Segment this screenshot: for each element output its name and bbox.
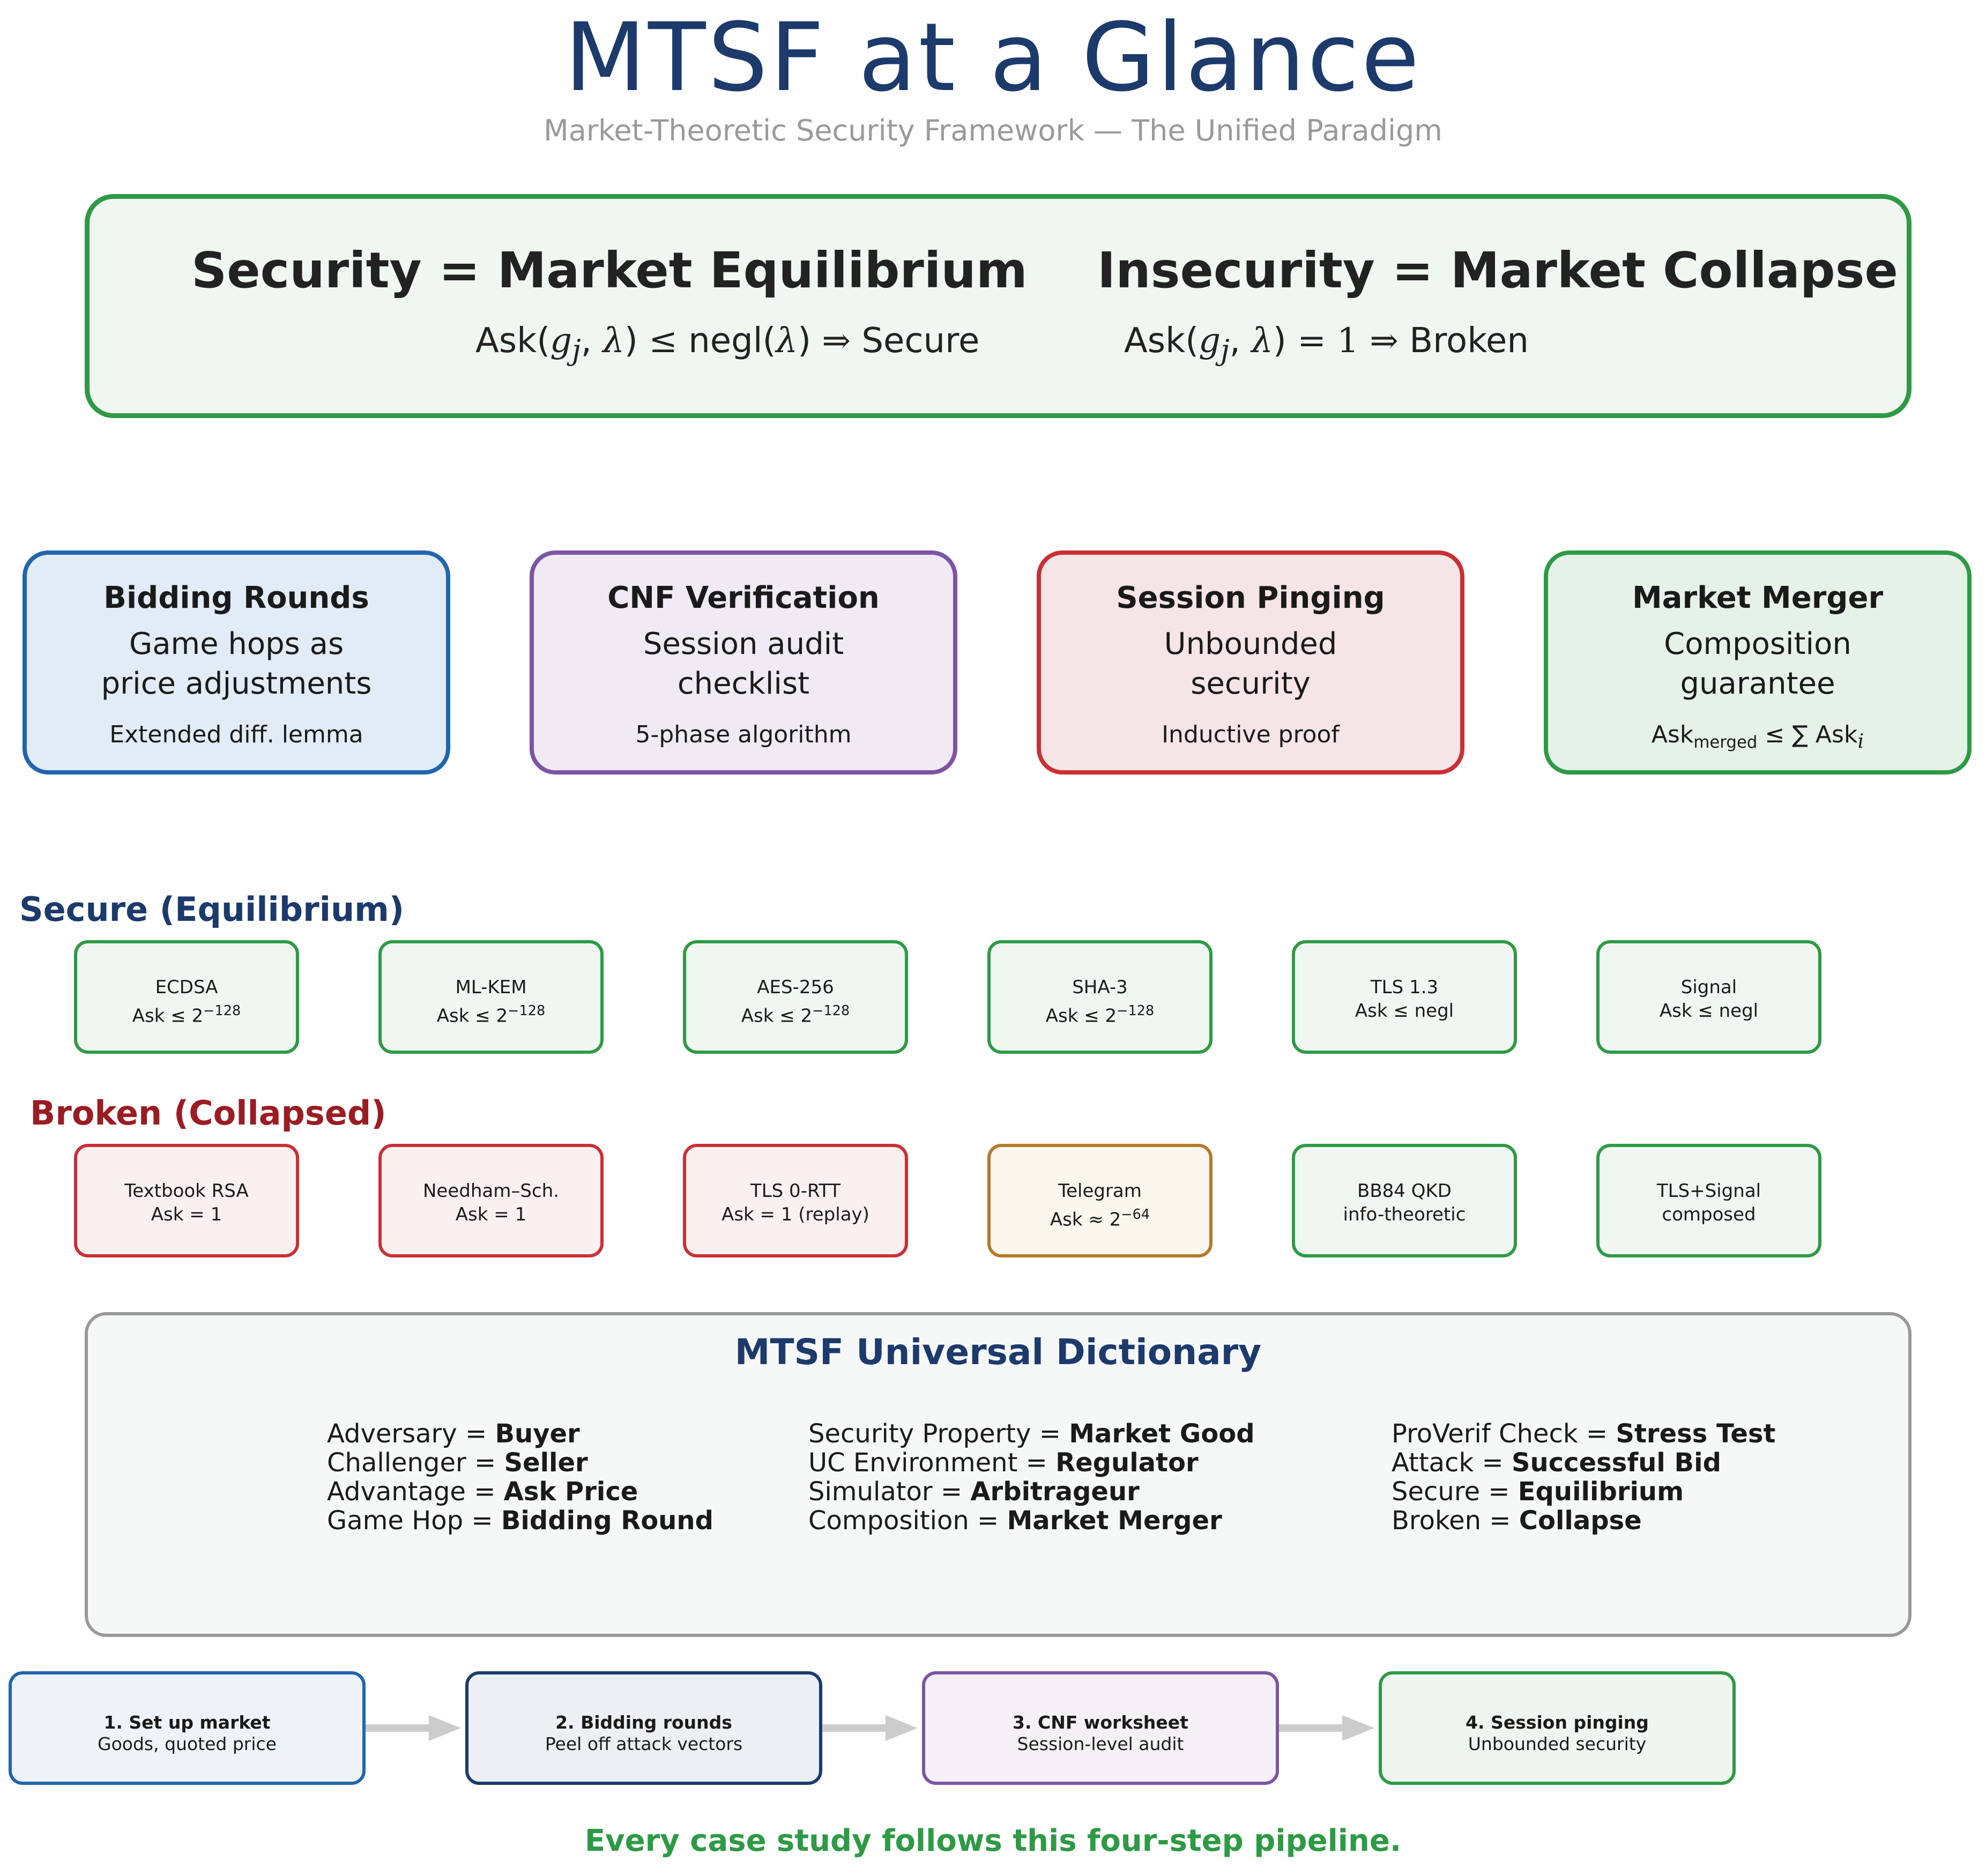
secure-item-ml-kem: ML-KEM Ask ≤ 2−128 — [378, 940, 604, 1054]
footer-note: Every case study follows this four-step … — [584, 1823, 1402, 1858]
item-name: TLS 0-RTT — [750, 1180, 841, 1202]
item-name: BB84 QKD — [1357, 1180, 1452, 1202]
dictionary-entry: Simulator = Arbitrageur — [808, 1477, 1140, 1507]
item-name: Telegram — [1058, 1180, 1142, 1202]
card-note: Inductive proof — [1162, 721, 1340, 748]
arrow-head-icon — [1342, 1715, 1374, 1741]
pipeline-step-3: 3. CNF worksheet Session-level audit — [922, 1671, 1279, 1785]
secure-item-ecdsa: ECDSA Ask ≤ 2−128 — [74, 940, 299, 1054]
item-name: ML-KEM — [455, 977, 527, 998]
dictionary-entry: Attack = Successful Bid — [1392, 1448, 1721, 1478]
dictionary-column-2: Security Property = Market Good UC Envir… — [808, 1419, 1255, 1535]
card-note: Extended diff. lemma — [109, 721, 363, 748]
card-title: CNF Verification — [607, 580, 880, 615]
step-title: 3. CNF worksheet — [1013, 1712, 1188, 1733]
dictionary-entry: Security Property = Market Good — [808, 1419, 1255, 1449]
dictionary-entry: Secure = Equilibrium — [1392, 1477, 1684, 1507]
step-title: 2. Bidding rounds — [555, 1712, 732, 1733]
card-note: Askmerged ≤ ∑ Aski — [1651, 721, 1864, 753]
dictionary-entry: Composition = Market Merger — [808, 1506, 1222, 1536]
step-desc: Unbounded security — [1468, 1733, 1647, 1754]
step-desc: Goods, quoted price — [98, 1733, 277, 1754]
dictionary-entry: Broken = Collapse — [1392, 1506, 1642, 1536]
item-value: Ask ≤ 2−128 — [741, 1003, 850, 1027]
item-name: Textbook RSA — [124, 1180, 249, 1202]
arrow-shaft — [822, 1724, 887, 1732]
arrow-head-icon — [429, 1715, 461, 1741]
item-name: Needham–Sch. — [423, 1180, 559, 1202]
item-value: Ask ≤ 2−128 — [436, 1003, 546, 1027]
security-heading: Security = Market Equilibrium — [191, 242, 1028, 299]
broken-item-telegram: Telegram Ask ≈ 2−64 — [987, 1144, 1213, 1257]
card-note: 5-phase algorithm — [635, 721, 852, 748]
item-value: Ask ≤ negl — [1659, 1000, 1759, 1022]
pipeline-step-1: 1. Set up market Goods, quoted price — [9, 1671, 366, 1785]
broken-formula: Ask(gj, λ) = 1 ⇒ Broken — [1124, 321, 1529, 367]
broken-item-textbook-rsa: Textbook RSA Ask = 1 — [74, 1144, 299, 1257]
card-title: Bidding Rounds — [103, 580, 369, 615]
item-name: TLS 1.3 — [1370, 977, 1439, 998]
item-name: AES-256 — [757, 977, 834, 998]
universal-dictionary: MTSF Universal Dictionary Adversary = Bu… — [85, 1312, 1911, 1637]
broken-item-tls-0rtt: TLS 0-RTT Ask = 1 (replay) — [683, 1144, 908, 1257]
item-name: ECDSA — [155, 977, 218, 998]
card-title: Session Pinging — [1116, 580, 1385, 615]
step-title: 4. Session pinging — [1466, 1712, 1649, 1733]
secure-row-label: Secure (Equilibrium) — [19, 890, 405, 929]
step-desc: Peel off attack vectors — [545, 1733, 743, 1754]
pipeline-arrows — [366, 1715, 1374, 1741]
dictionary-entry: Advantage = Ask Price — [327, 1477, 638, 1507]
secure-item-tls13: TLS 1.3 Ask ≤ negl — [1292, 940, 1517, 1054]
item-bb84-qkd: BB84 QKD info-theoretic — [1292, 1144, 1517, 1257]
broken-row-label: Broken (Collapsed) — [30, 1093, 386, 1133]
item-value: Ask = 1 (replay) — [721, 1204, 869, 1225]
core-principle-box: Security = Market Equilibrium Insecurity… — [85, 194, 1911, 418]
page-subtitle: Market-Theoretic Security Framework — Th… — [544, 114, 1442, 147]
item-name: SHA-3 — [1072, 977, 1128, 998]
item-value: Ask = 1 — [151, 1204, 222, 1225]
secure-item-sha-3: SHA-3 Ask ≤ 2−128 — [987, 940, 1213, 1054]
step-desc: Session-level audit — [1017, 1733, 1184, 1754]
item-value: info-theoretic — [1343, 1204, 1466, 1225]
item-name: TLS+Signal — [1656, 1180, 1761, 1202]
item-tls-signal: TLS+Signal composed — [1596, 1144, 1821, 1257]
item-value: Ask = 1 — [455, 1204, 527, 1225]
item-name: Signal — [1680, 977, 1737, 998]
dictionary-entry: UC Environment = Regulator — [808, 1448, 1199, 1478]
page-title: MTSF at a Glance — [564, 3, 1422, 113]
broken-item-needham-schroeder: Needham–Sch. Ask = 1 — [378, 1144, 604, 1257]
pipeline-step-4: 4. Session pinging Unbounded security — [1379, 1671, 1736, 1785]
dictionary-entry: Game Hop = Bidding Round — [327, 1506, 713, 1536]
step-title: 1. Set up market — [103, 1712, 271, 1733]
dictionary-column-3: ProVerif Check = Stress Test Attack = Su… — [1392, 1419, 1775, 1535]
dictionary-entry: Challenger = Seller — [327, 1448, 588, 1478]
arrow-shaft — [366, 1724, 430, 1732]
item-value: Ask ≤ 2−128 — [1045, 1003, 1155, 1027]
arrow-head-icon — [886, 1715, 918, 1741]
dictionary-column-1: Adversary = Buyer Challenger = Seller Ad… — [327, 1419, 713, 1535]
secure-item-aes-256: AES-256 Ask ≤ 2−128 — [683, 940, 908, 1054]
card-title: Market Merger — [1632, 580, 1884, 615]
item-value: composed — [1662, 1204, 1756, 1225]
insecurity-heading: Insecurity = Market Collapse — [1097, 242, 1898, 299]
arrow-shaft — [1279, 1724, 1343, 1732]
item-value: Ask ≤ 2−128 — [132, 1003, 241, 1027]
dictionary-title: MTSF Universal Dictionary — [734, 1331, 1262, 1373]
secure-item-signal: Signal Ask ≤ negl — [1596, 940, 1821, 1054]
item-value: Ask ≤ negl — [1355, 1000, 1454, 1022]
dictionary-entry: Adversary = Buyer — [327, 1419, 580, 1449]
dictionary-entry: ProVerif Check = Stress Test — [1392, 1419, 1776, 1449]
item-value: Ask ≈ 2−64 — [1050, 1207, 1150, 1231]
secure-formula: Ask(gj, λ) ≤ negl(λ) ⇒ Secure — [475, 321, 980, 367]
pipeline-step-2: 2. Bidding rounds Peel off attack vector… — [465, 1671, 822, 1785]
